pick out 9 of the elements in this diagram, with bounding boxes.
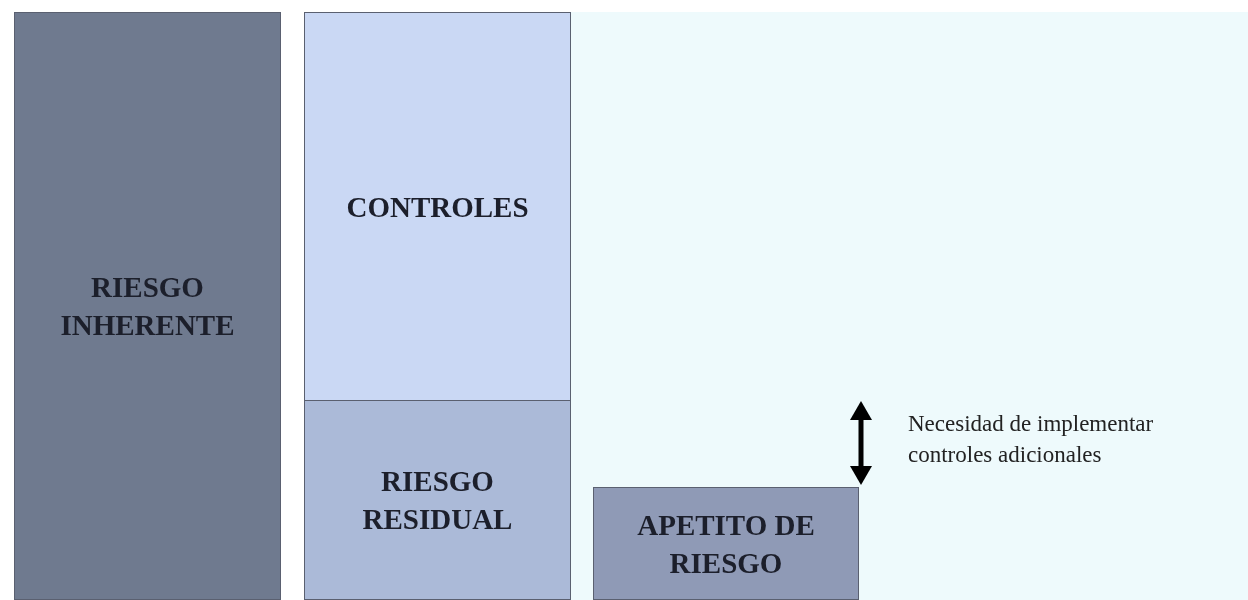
risk-bar	[14, 12, 281, 600]
risk-bar	[304, 400, 571, 600]
risk-bar	[593, 487, 859, 600]
bar-label: RIESGO RESIDUAL	[361, 464, 514, 537]
controls-bar	[304, 12, 571, 401]
bar-label: APETITO DE RIESGO	[636, 507, 816, 581]
bar-label: RIESGO INHERENTE	[59, 270, 236, 343]
note-text: Necesidad de implementar controles adicionales	[908, 410, 1155, 469]
bar-label: CONTROLES	[346, 189, 529, 225]
